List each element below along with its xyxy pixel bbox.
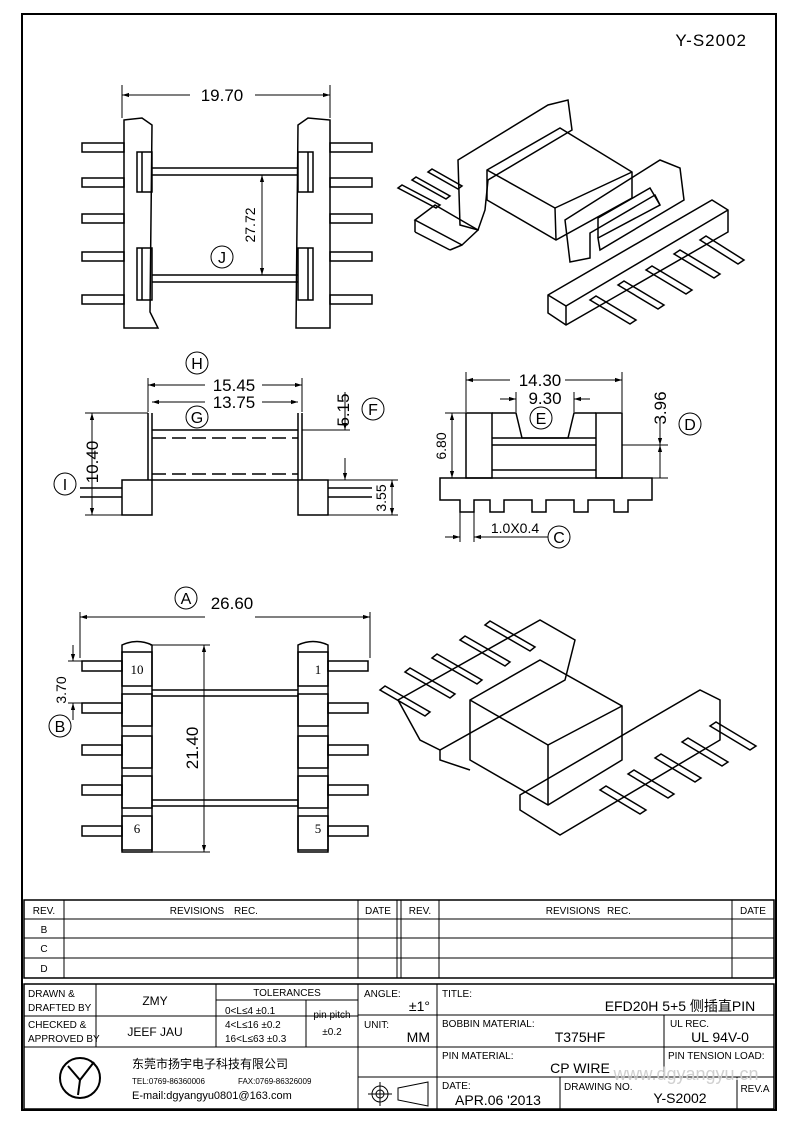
company-fax: FAX:0769-86326009 [238, 1077, 312, 1086]
rev-col-header-left: REV. [33, 906, 55, 917]
drawing-no-label: DRAWING NO. [564, 1082, 633, 1093]
date-value: APR.06 '2013 [455, 1092, 541, 1108]
date-col-header-right: DATE [740, 906, 766, 917]
dim-3-96: 3.96 [651, 391, 670, 424]
bottom-view-dims [48, 586, 371, 853]
dim-5-15: 5.15 [334, 393, 353, 426]
title-block-grid [23, 983, 775, 1110]
bobbin-material-label: BOBBIN MATERIAL: [442, 1019, 535, 1030]
dim-10-40: 10.40 [83, 441, 102, 484]
bubble-g: G [191, 410, 203, 427]
drawn-label-2: DRAFTED BY [28, 1003, 92, 1014]
isometric-view-top [396, 99, 746, 326]
drawing-code-top: Y-S2002 [675, 31, 747, 50]
rec-col-header-left: REC. [234, 906, 258, 917]
dim-3-55: 3.55 [373, 484, 389, 511]
top-view-dims [121, 85, 331, 275]
front-view-dims [53, 351, 398, 516]
rev-row-b: B [41, 925, 48, 936]
pin-pitch-value: ±0.2 [322, 1027, 342, 1038]
dim-3-70: 3.70 [53, 676, 69, 703]
dim-9-30: 9.30 [528, 389, 561, 408]
company-logo [59, 1057, 101, 1099]
rev-row-d: D [40, 964, 47, 975]
rev-col-header-right: REV. [409, 906, 431, 917]
projection-symbol-icon [368, 1081, 429, 1107]
top-view [81, 117, 373, 329]
angle-value: ±1° [409, 998, 430, 1014]
checked-label-1: CHECKED & [28, 1020, 87, 1031]
angle-label: ANGLE: [364, 989, 401, 1000]
dim-21-40: 21.40 [183, 727, 202, 770]
drawn-label-1: DRAWN & [28, 989, 75, 1000]
bubble-e: E [536, 411, 547, 428]
pin-material-value: CP WIRE [550, 1060, 610, 1076]
title-label: TITLE: [442, 989, 472, 1000]
dim-27-72: 27.72 [242, 207, 258, 242]
drawn-value: ZMY [142, 994, 167, 1008]
pin-tension-label: PIN TENSION LOAD: [668, 1051, 765, 1062]
revision-table [23, 899, 775, 979]
dim-19-70: 19.70 [201, 86, 244, 105]
watermark: www.dgyangyu.cn [612, 1064, 758, 1084]
pin-pitch-label: pin pitch [313, 1010, 350, 1021]
bubble-b: B [55, 719, 66, 736]
drawing-no-value: Y-S2002 [653, 1090, 706, 1106]
unit-value: MM [407, 1029, 430, 1045]
dim-1-0x0-4: 1.0X0.4 [491, 520, 539, 536]
date-col-header-left: DATE [365, 906, 391, 917]
tolerance-row-3: 16<L≤63 ±0.3 [225, 1034, 287, 1045]
side-view [439, 412, 653, 513]
pin-label-5: 5 [315, 821, 322, 836]
tolerance-row-2: 4<L≤16 ±0.2 [225, 1020, 281, 1031]
bubble-a: A [181, 591, 192, 608]
bottom-view [81, 640, 369, 853]
revisions-col-header-right: REVISIONS [546, 906, 601, 917]
company-email: E-mail:dgyangyu0801@163.com [132, 1090, 292, 1102]
tolerances-label: TOLERANCES [253, 988, 321, 999]
pin-material-label: PIN MATERIAL: [442, 1051, 514, 1062]
dim-14-30: 14.30 [519, 371, 562, 390]
pin-label-6: 6 [134, 821, 141, 836]
bubble-d: D [684, 417, 696, 434]
title-value: EFD20H 5+5 侧插直PIN [605, 998, 756, 1014]
side-view-dims [445, 372, 702, 549]
date-label: DATE: [442, 1081, 471, 1092]
ul-rec-value: UL 94V-0 [691, 1029, 749, 1045]
rev-value: REV.A [740, 1084, 769, 1095]
ul-rec-label: UL REC. [670, 1019, 709, 1030]
isometric-view-bottom [378, 619, 758, 836]
dim-6-80: 6.80 [433, 432, 449, 459]
front-view [80, 413, 372, 516]
pin-label-10: 10 [131, 662, 144, 677]
sheet-border [21, 13, 777, 1111]
bubble-j: J [218, 250, 226, 267]
pin-label-1: 1 [315, 662, 322, 677]
dim-15-45: 15.45 [213, 376, 256, 395]
bubble-i: I [63, 477, 67, 494]
checked-value: JEEF JAU [127, 1025, 182, 1039]
dim-26-60: 26.60 [211, 594, 254, 613]
bubble-f: F [368, 402, 378, 419]
company-tel: TEL:0769-86360006 [132, 1077, 206, 1086]
dim-13-75: 13.75 [213, 393, 256, 412]
rec-col-header-right: REC. [607, 906, 631, 917]
unit-label: UNIT: [364, 1020, 389, 1031]
checked-label-2: APPROVED BY [28, 1034, 100, 1045]
bubble-c: C [553, 530, 565, 547]
tolerance-row-1: 0<L≤4 ±0.1 [225, 1006, 276, 1017]
bubble-h: H [191, 356, 203, 373]
bobbin-material-value: T375HF [555, 1029, 606, 1045]
revisions-col-header-left: REVISIONS [170, 906, 225, 917]
rev-row-c: C [40, 944, 47, 955]
company-name: 东莞市扬宇电子科技有限公司 [132, 1056, 288, 1071]
